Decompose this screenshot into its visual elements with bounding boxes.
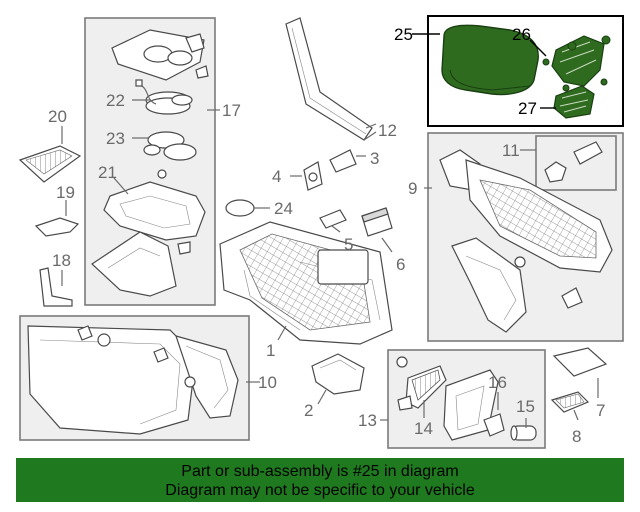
cupholder-group-box	[84, 17, 216, 306]
loose-parts	[18, 17, 608, 413]
callout-13: 13	[358, 411, 377, 430]
callout-3: 3	[370, 149, 379, 168]
callout-21: 21	[98, 163, 117, 182]
banner-line-1: Part or sub-assembly is #25 in diagram	[181, 463, 459, 480]
callout-4: 4	[272, 167, 281, 186]
callout-11: 11	[502, 141, 520, 160]
callout-14: 14	[414, 419, 433, 438]
info-banner: Part or sub-assembly is #25 in diagram D…	[16, 458, 624, 502]
callout-15: 15	[516, 397, 535, 416]
callout-12: 12	[378, 121, 397, 140]
callout-18: 18	[52, 251, 71, 270]
callout-20: 20	[48, 107, 67, 126]
callout-23: 23	[106, 129, 125, 148]
callout-25: 25	[394, 25, 413, 44]
armrest-group-box	[427, 15, 624, 127]
callout-26: 26	[512, 25, 531, 44]
callout-1: 1	[266, 341, 275, 360]
parts-diagram: 1 2 3 4 5 6 7 8 9 10 11 12 13 14 15 16 1…	[18, 15, 624, 449]
vent-group-box	[387, 349, 546, 449]
callout-17: 17	[222, 101, 241, 120]
callout-10: 10	[258, 373, 277, 392]
callout-8: 8	[572, 427, 581, 446]
armrest-lid-part-25	[441, 24, 539, 96]
callout-19: 19	[56, 183, 75, 202]
side-panel-group-box	[427, 132, 624, 342]
callout-5: 5	[344, 235, 353, 254]
callout-27: 27	[518, 99, 537, 118]
callout-22: 22	[106, 91, 125, 110]
lower-panel-group-box	[19, 315, 250, 441]
callout-7: 7	[596, 401, 605, 420]
callout-16: 16	[488, 373, 507, 392]
callout-6: 6	[396, 255, 405, 274]
leader-lines	[61, 33, 599, 428]
callout-2: 2	[304, 401, 313, 420]
callout-labels: 1 2 3 4 5 6 7 8 9 10 11 12 13 14 15 16 1…	[48, 25, 605, 446]
banner-line-2: Diagram may not be specific to your vehi…	[165, 482, 475, 499]
callout-9: 9	[408, 179, 417, 198]
callout-24: 24	[274, 199, 293, 218]
